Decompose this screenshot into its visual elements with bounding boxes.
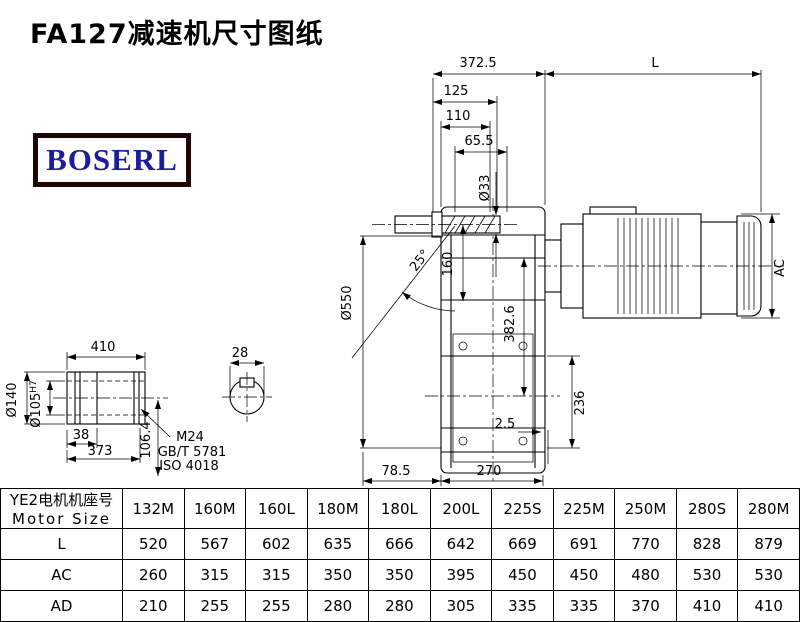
cell: 260 bbox=[122, 559, 185, 591]
input-shaft bbox=[372, 211, 520, 238]
dim-shaft-dia-33: Ø33 bbox=[478, 175, 493, 202]
dim-110: 110 bbox=[446, 109, 471, 124]
cell: 395 bbox=[429, 559, 493, 591]
col-header: 225M bbox=[552, 488, 616, 529]
cell: 530 bbox=[675, 559, 739, 591]
dim-236: 236 bbox=[573, 391, 588, 416]
dimensions-main bbox=[351, 70, 780, 486]
dim-2-5: 2.5 bbox=[495, 417, 516, 432]
table-header-row: YE2电机机座号 Motor Size 132M 160M 160L 180M … bbox=[0, 488, 800, 529]
col-header: 180M bbox=[306, 488, 370, 529]
motor bbox=[538, 206, 784, 319]
cell: 450 bbox=[491, 559, 554, 591]
dim-28: 28 bbox=[232, 346, 249, 361]
cell: 642 bbox=[429, 528, 493, 560]
table-row-AD: AD 210 255 255 280 280 305 335 335 370 4… bbox=[0, 590, 800, 622]
boserl-logo: BOSERL bbox=[33, 133, 191, 187]
cell: 520 bbox=[122, 528, 185, 560]
shaft-cross-section bbox=[222, 372, 272, 422]
callout-m24: M24 bbox=[176, 430, 204, 445]
bore-tolerance: H7 bbox=[29, 380, 39, 393]
dimensions-shaft-view bbox=[24, 352, 171, 476]
col-header: 225S bbox=[491, 488, 554, 529]
cell: 255 bbox=[183, 590, 247, 622]
col-header: 200L bbox=[429, 488, 493, 529]
cell: 879 bbox=[737, 528, 800, 560]
cell: 450 bbox=[552, 559, 616, 591]
cell: 370 bbox=[614, 590, 677, 622]
cell: 350 bbox=[368, 559, 431, 591]
cell: 567 bbox=[183, 528, 247, 560]
cell: 410 bbox=[675, 590, 739, 622]
table-row-AC: AC 260 315 315 350 350 395 450 450 480 5… bbox=[0, 559, 800, 591]
row-label: AC bbox=[0, 559, 123, 591]
dim-372-5: 372.5 bbox=[459, 56, 496, 71]
bore-dia-value: Ø105 bbox=[29, 393, 44, 428]
header-cn: YE2电机机座号 bbox=[9, 491, 114, 509]
cell: 305 bbox=[429, 590, 493, 622]
col-header: 250M bbox=[614, 488, 677, 529]
dim-78-5: 78.5 bbox=[382, 464, 411, 479]
hollow-shaft-view bbox=[53, 371, 168, 425]
dim-270: 270 bbox=[477, 464, 502, 479]
dim-angle-25: 25° bbox=[407, 247, 433, 274]
col-header: 160M bbox=[183, 488, 247, 529]
cell: 770 bbox=[614, 528, 677, 560]
motor-size-table: YE2电机机座号 Motor Size 132M 160M 160L 180M … bbox=[0, 488, 800, 622]
dim-hub-dia-140: Ø140 bbox=[5, 382, 20, 417]
dimension-drawing: 372.5 L 125 110 65.5 Ø33 160 25° Ø550 38… bbox=[5, 56, 788, 486]
cell: 280 bbox=[306, 590, 370, 622]
cell: 350 bbox=[306, 559, 370, 591]
cell: 410 bbox=[737, 590, 800, 622]
col-header: 280M bbox=[737, 488, 800, 529]
cell: 666 bbox=[368, 528, 431, 560]
header-en: Motor Size bbox=[12, 510, 111, 528]
dim-382-6: 382.6 bbox=[503, 305, 518, 342]
dim-125: 125 bbox=[444, 84, 469, 99]
dim-65-5: 65.5 bbox=[465, 134, 494, 149]
dim-bore-dia-105: Ø105H7 bbox=[29, 380, 44, 428]
cell: 480 bbox=[614, 559, 677, 591]
row-label: L bbox=[0, 528, 123, 560]
cell: 335 bbox=[552, 590, 616, 622]
cell: 602 bbox=[245, 528, 308, 560]
dim-160: 160 bbox=[441, 252, 456, 277]
cell: 280 bbox=[368, 590, 431, 622]
col-header: 132M bbox=[122, 488, 185, 529]
col-header: 180L bbox=[368, 488, 431, 529]
col-header: 280S bbox=[675, 488, 739, 529]
cell: 530 bbox=[737, 559, 800, 591]
row-label: AD bbox=[0, 590, 123, 622]
cell: 315 bbox=[183, 559, 247, 591]
cell: 335 bbox=[491, 590, 554, 622]
page-title: FA127减速机尺寸图纸 bbox=[30, 19, 324, 50]
cell: 691 bbox=[552, 528, 616, 560]
table-row-L: L 520 567 602 635 666 642 669 691 770 82… bbox=[0, 528, 800, 560]
table-corner-header: YE2电机机座号 Motor Size bbox=[0, 488, 123, 529]
cell: 255 bbox=[245, 590, 308, 622]
cell: 210 bbox=[122, 590, 185, 622]
dim-flange-dia-550: Ø550 bbox=[340, 285, 355, 320]
dim-AC: AC bbox=[773, 259, 788, 277]
cell: 828 bbox=[675, 528, 739, 560]
dim-410: 410 bbox=[91, 340, 116, 355]
dim-38: 38 bbox=[73, 428, 90, 443]
gearbox-housing bbox=[425, 198, 560, 482]
dim-373: 373 bbox=[88, 444, 113, 459]
cell: 669 bbox=[491, 528, 554, 560]
boserl-logo-text: BOSERL bbox=[46, 142, 178, 177]
col-header: 160L bbox=[245, 488, 308, 529]
dim-106-4: 106.4 bbox=[139, 421, 154, 458]
cell: 635 bbox=[306, 528, 370, 560]
callout-iso-4018: ISO 4018 bbox=[159, 459, 219, 474]
cell: 315 bbox=[245, 559, 308, 591]
dimensions-cross-section bbox=[229, 360, 265, 394]
callout-gbt-5781: GB/T 5781 bbox=[158, 445, 227, 460]
dim-L: L bbox=[651, 56, 659, 71]
